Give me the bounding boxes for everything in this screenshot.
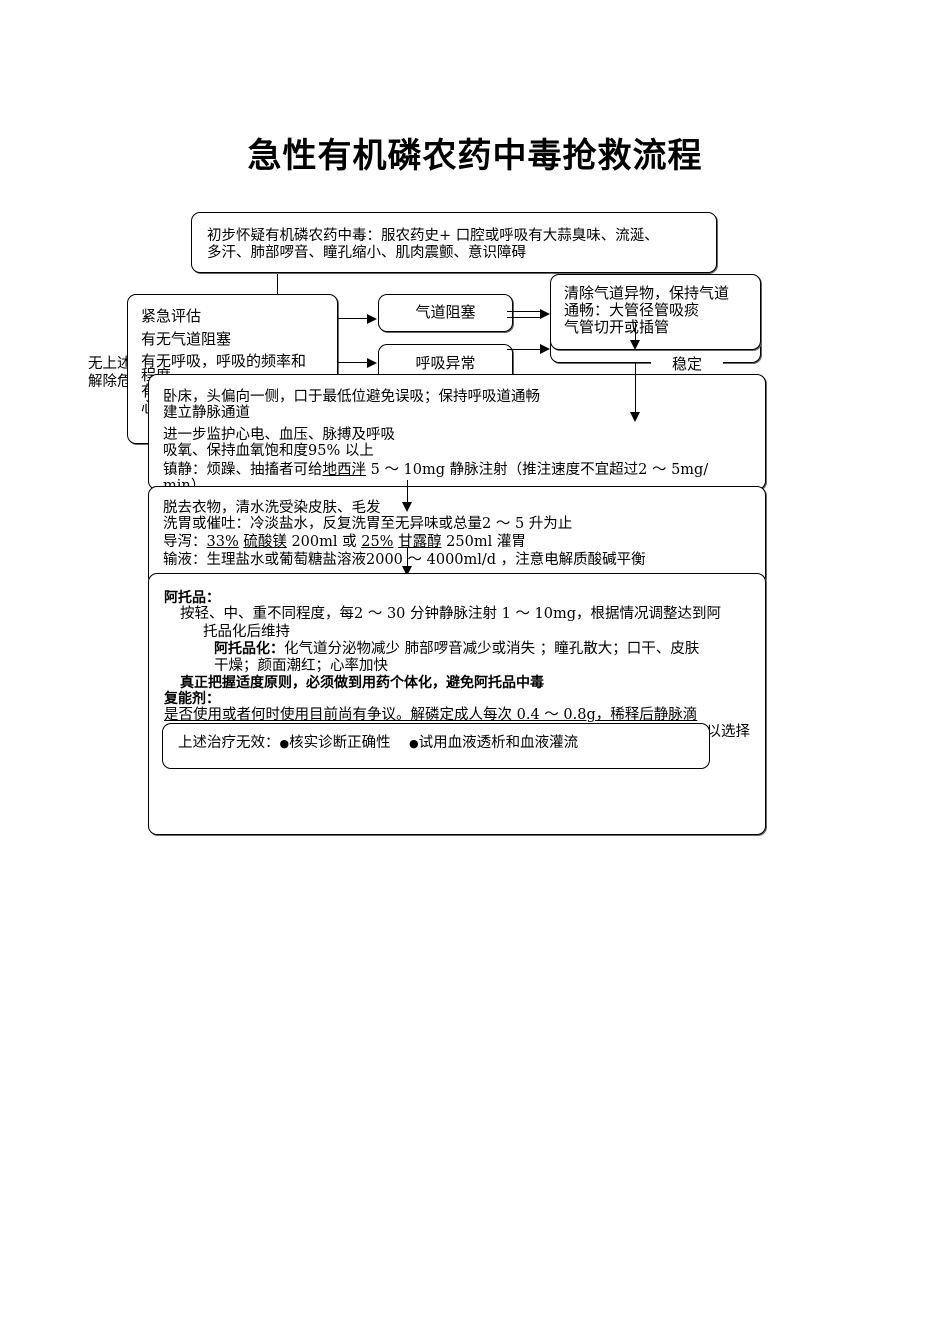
decon-line-1: 脱去衣物，清水洗受染皮肤、毛发	[163, 500, 381, 516]
care-line-4: 吸氧、保持血氧饱和度95% 以上	[163, 443, 374, 459]
decon-line-2: 洗胃或催吐：冷淡盐水，反复洗胃至无异味或总量2 ～ 5 升为止	[163, 516, 573, 532]
reactivator-line-1: 是否使用或者何时使用目前尚有争议。解磷定成人每次 0.4 ～ 0.8g，稀释后静…	[164, 707, 698, 723]
atropinization-line-1: 阿托品化：化气道分泌物减少 肺部啰音减少或消失 ；瞳孔散大；口干、皮肤	[214, 641, 699, 658]
arrow-airway-to-action	[507, 311, 541, 313]
arrow-head-icon	[367, 358, 377, 368]
care-line-5-suffix: 5 ～ 10mg 静脉注射（推注速度不宜超过2 ～ 5mg/	[366, 462, 709, 478]
arrow-to-breathing	[338, 362, 368, 364]
decon-line-3-prefix: 导泻：	[163, 534, 207, 550]
decon-line-3-mid: 200ml 或	[286, 534, 362, 550]
side-note-line-1: 无上述	[88, 356, 132, 372]
care-line-1: 卧床，头偏向一侧，口于最低位避免误吸；保持呼吸道通畅	[163, 389, 540, 405]
principle-note: 真正把握适度原则，必须做到用药个体化，避免阿托品中毒	[180, 675, 544, 691]
atropine-line-2: 托品化后维持	[203, 624, 290, 640]
atropinization-label: 阿托品化：	[214, 641, 284, 657]
connector-initial-to-emergency	[277, 272, 279, 296]
airway-action-line-3: 气管切开或插管	[564, 318, 670, 336]
care-line-6: min）	[163, 478, 206, 490]
initial-line-2: 多汗、肺部啰音、瞳孔缩小、肌肉震颤、意识障碍	[207, 245, 526, 261]
care-line-3: 进一步监护心电、血压、脉搏及呼吸	[163, 427, 395, 443]
initial-suspicion-box: 初步怀疑有机磷农药中毒：服农药史+ 口腔或呼吸有大蒜臭味、流涎、 多汗、肺部啰音…	[191, 212, 717, 273]
decon-line-4: 输液：生理盐水或葡萄糖盐溶液2000 ～ 4000ml/d ，注意电解质酸碱平衡	[163, 552, 646, 568]
drug-diazepam: 地西泮	[322, 462, 367, 478]
care-line-5-prefix: 镇静：烦躁、抽搐者可给	[163, 462, 323, 478]
drug-magnesium-sulfate: 硫酸镁	[243, 534, 287, 550]
arrow-head-icon	[367, 314, 377, 324]
reactivator-heading: 复能剂：	[164, 691, 220, 707]
care-line-2: 建立静脉通道	[163, 405, 250, 421]
arrow-down-icon	[402, 502, 412, 512]
bullet-icon: ●	[409, 737, 419, 750]
arrow-down-icon	[402, 566, 412, 576]
arrow-to-airway	[338, 318, 368, 320]
pct-25: 25%	[361, 534, 394, 550]
care-line-5: 镇静：烦躁、抽搐者可给地西泮 5 ～ 10mg 静脉注射（推注速度不宜超过2 ～…	[163, 462, 708, 479]
failure-option-verify-diagnosis: 核实诊断正确性	[289, 735, 391, 751]
decon-line-3: 导泻：33% 硫酸镁 200ml 或 25% 甘露醇 250ml 灌胃	[163, 534, 526, 551]
side-note-line-2: 解除危	[88, 374, 132, 390]
breathing-abnormal-label: 呼吸异常	[415, 354, 476, 372]
airway-obstruction-box: 气道阻塞	[378, 294, 513, 332]
arrow-down-icon	[630, 340, 640, 350]
emergency-item-breathing: 有无呼吸，呼吸的频率和	[141, 352, 307, 370]
antidote-box: 阿托品： 按轻、中、重不同程度，每2 ～ 30 分钟静脉注射 1 ～ 10mg，…	[148, 573, 766, 835]
emergency-item-airway: 有无气道阻塞	[141, 330, 232, 348]
arrow-head-icon	[540, 309, 550, 319]
connector-stable-down	[635, 362, 637, 414]
reactivator-line-2-tail: 以选择	[706, 724, 751, 740]
treatment-failure-box: 上述治疗无效：●核实诊断正确性 ●试用血液透析和血液灌流	[162, 723, 710, 769]
arrow-breathing-to-action	[507, 349, 541, 351]
failure-prefix: 上述治疗无效：	[178, 735, 280, 751]
connector-action-down	[635, 322, 637, 342]
arrow-head-icon	[540, 344, 550, 354]
pct-33: 33%	[206, 534, 239, 550]
stable-label: 稳定	[651, 356, 723, 378]
airway-obstruction-label: 气道阻塞	[415, 303, 476, 321]
atropine-line-1: 按轻、中、重不同程度，每2 ～ 30 分钟静脉注射 1 ～ 10mg，根据情况调…	[180, 606, 722, 622]
airway-action-line-1: 清除气道异物，保持气道	[564, 284, 730, 302]
airway-action-line-2: 通畅：大管径管吸痰	[564, 301, 700, 319]
arrow-airway-to-action-2	[507, 317, 541, 319]
failure-text: 上述治疗无效：●核实诊断正确性 ●试用血液透析和血液灌流	[178, 735, 578, 752]
connector-top-horizontal	[277, 273, 707, 275]
page-title: 急性有机磷农药中毒抢救流程	[247, 136, 703, 176]
atropinization-text: 化气道分泌物减少 肺部啰音减少或消失 ；瞳孔散大；口干、皮肤	[284, 641, 700, 657]
atropinization-line-2: 干燥；颜面潮红；心率加快	[214, 658, 388, 674]
decontamination-box: 脱去衣物，清水洗受染皮肤、毛发 洗胃或催吐：冷淡盐水，反复洗胃至无异味或总量2 …	[148, 486, 766, 586]
atropine-heading: 阿托品：	[164, 590, 220, 606]
decon-line-3-suffix: 250ml 灌胃	[441, 534, 526, 550]
arrow-down-icon	[630, 412, 640, 422]
connector-care-to-decon	[407, 480, 409, 504]
airway-action-box: 清除气道异物，保持气道 通畅：大管径管吸痰 气管切开或插管	[550, 274, 761, 350]
initial-line-1: 初步怀疑有机磷农药中毒：服农药史+ 口腔或呼吸有大蒜臭味、流涎、	[207, 228, 659, 244]
supportive-care-box: 卧床，头偏向一侧，口于最低位避免误吸；保持呼吸道通畅 建立静脉通道 进一步监护心…	[148, 374, 766, 490]
failure-option-hemodialysis: 试用血液透析和血液灌流	[418, 735, 579, 751]
emergency-heading: 紧急评估	[141, 307, 202, 325]
drug-mannitol: 甘露醇	[398, 534, 442, 550]
connector-decon-to-antidote	[407, 548, 409, 568]
bullet-icon: ●	[279, 737, 290, 750]
